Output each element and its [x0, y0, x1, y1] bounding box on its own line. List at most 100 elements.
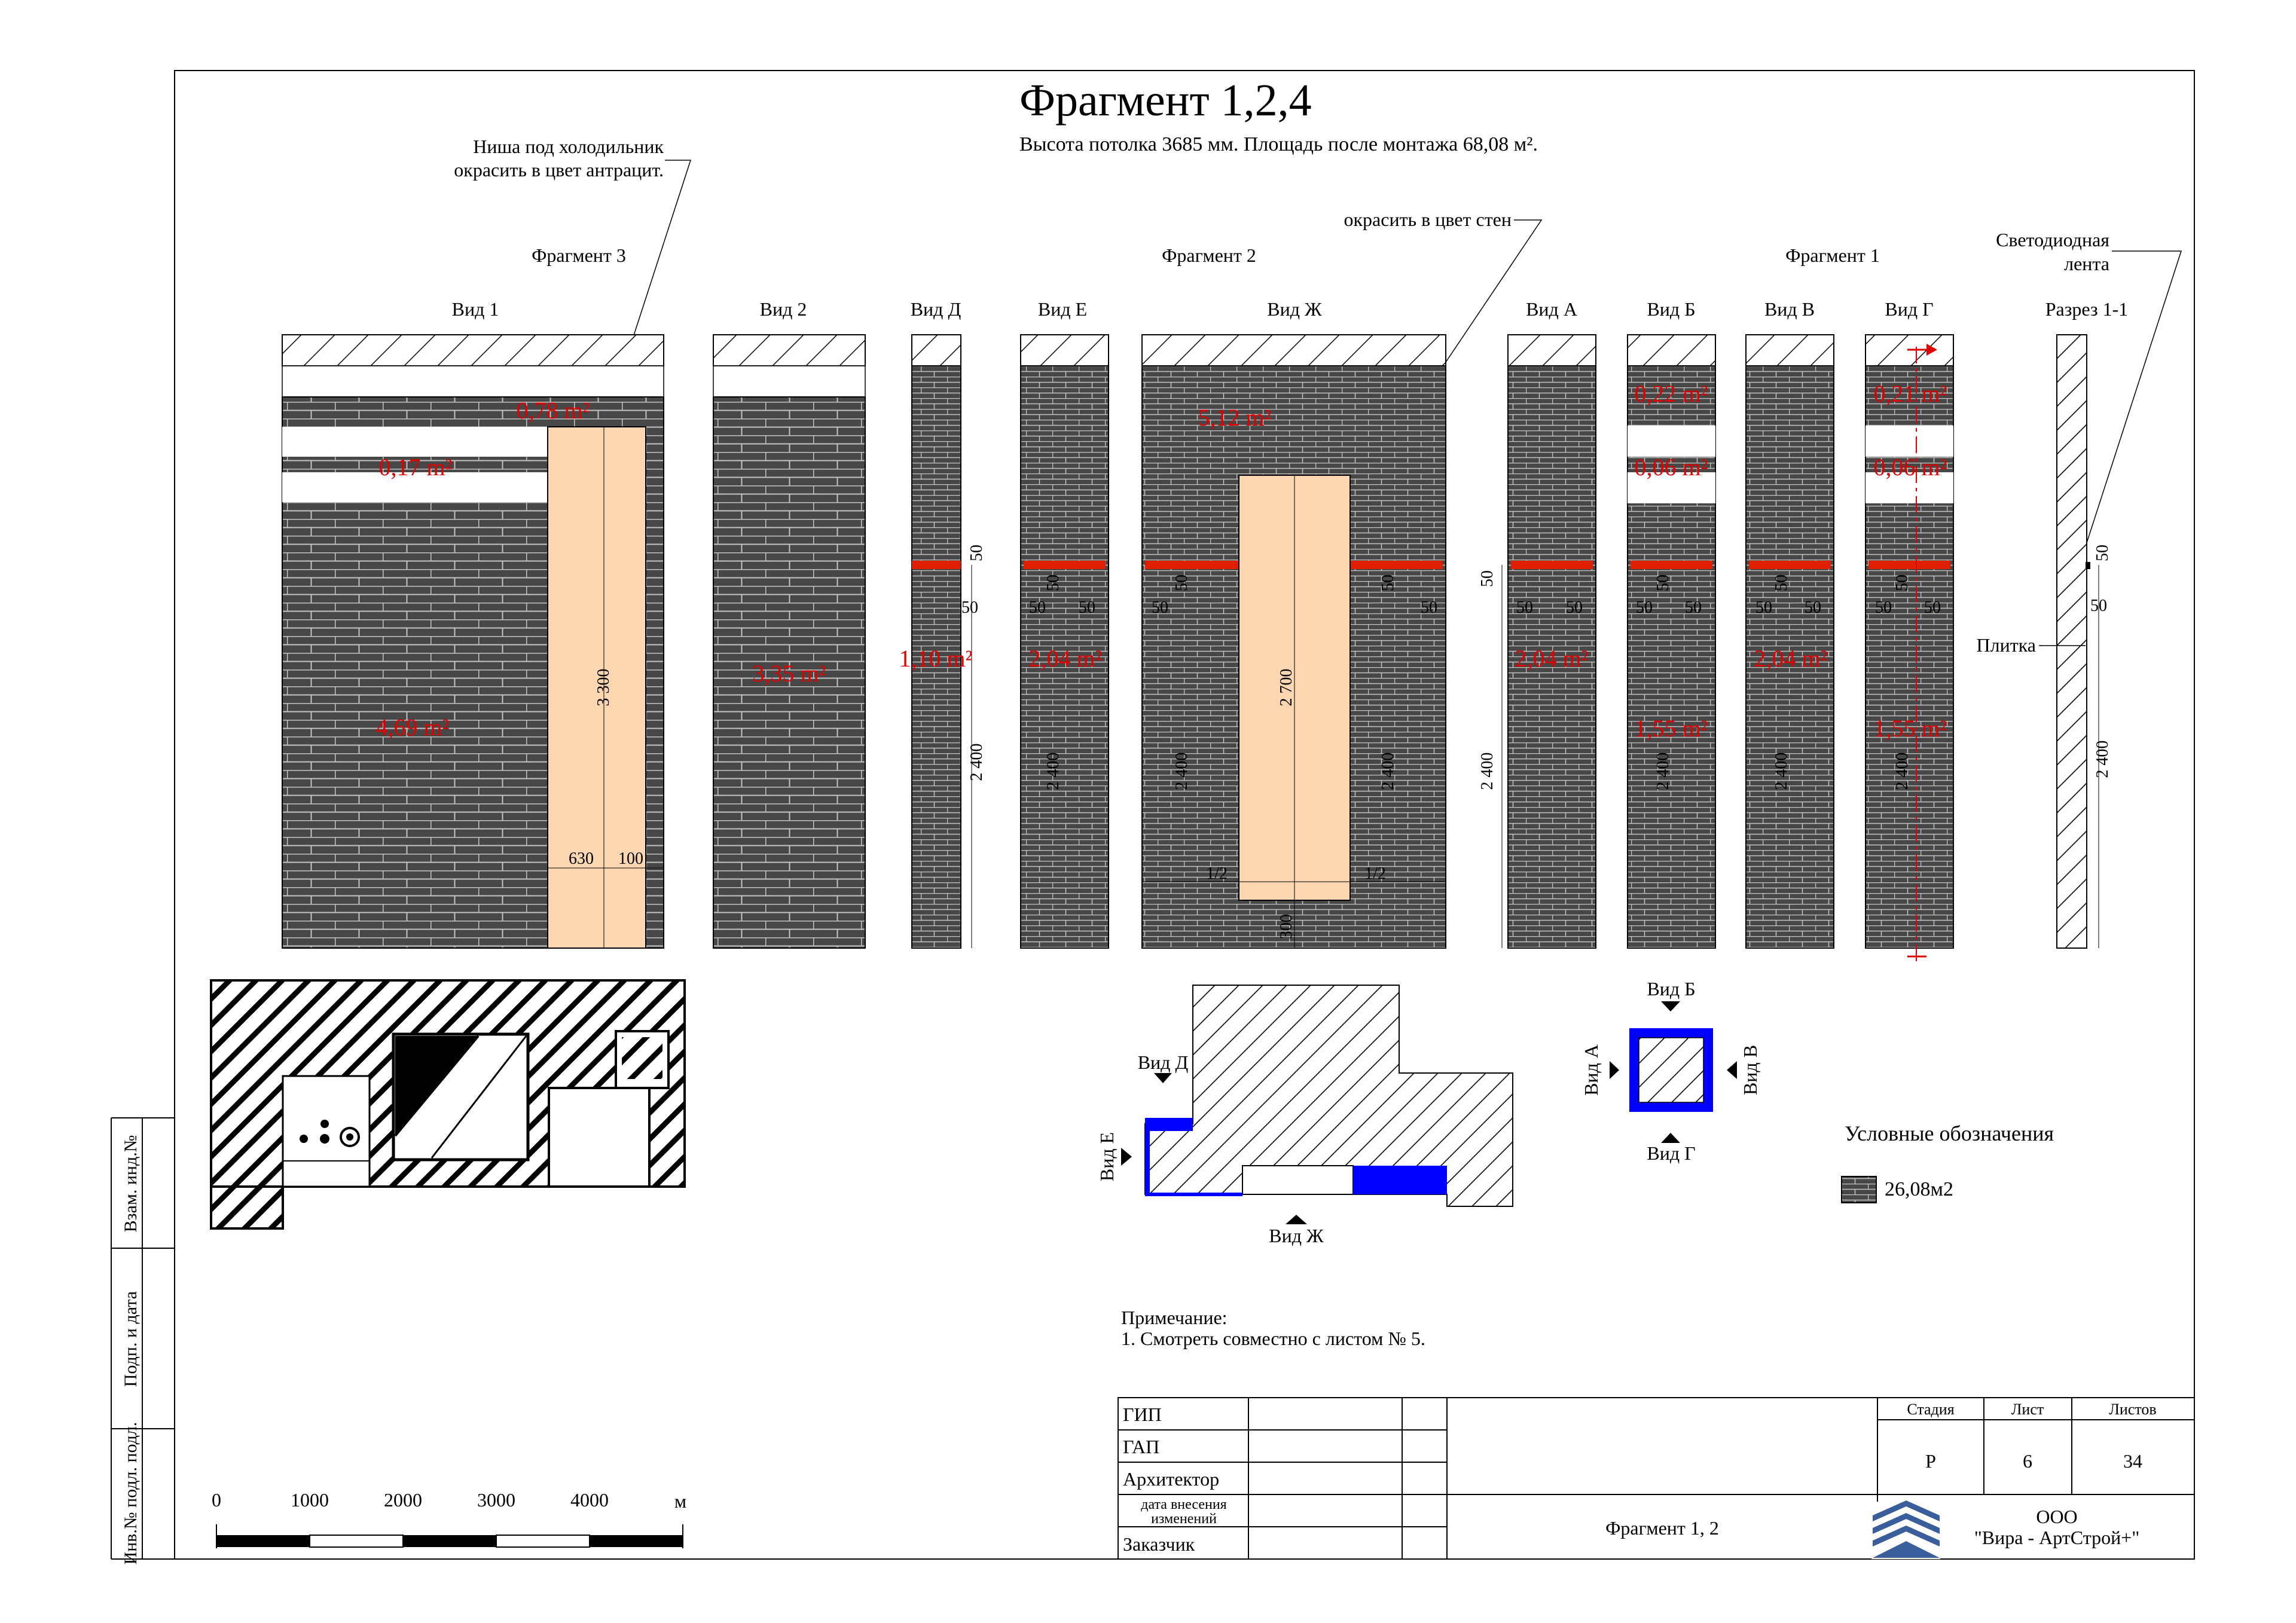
- view-d-dim-3: 2 400: [967, 744, 986, 781]
- marker-view-e: Вид Е: [1096, 1132, 1118, 1181]
- tile-label: Плитка: [1977, 634, 2036, 656]
- view-b-dim-4: 2 400: [1654, 753, 1672, 790]
- niche-note-line1: Ниша под холодильник: [473, 136, 664, 157]
- legend-swatch: [1841, 1176, 1877, 1203]
- view-2-area: 3,35 m²: [752, 660, 826, 687]
- view-zh-elevation: [1141, 334, 1446, 949]
- view-e-dim-4: 2 400: [1044, 753, 1062, 790]
- view-e-area: 2,04 m²: [1028, 645, 1102, 672]
- view-1-dim-offset: 100: [618, 849, 643, 868]
- section-dim-2: 50: [2090, 597, 2107, 615]
- view-b-area-main: 1,55 m²: [1634, 715, 1708, 742]
- view-b-dim-3: 50: [1685, 598, 1702, 617]
- view-zh-dim-bottom: 300: [1277, 914, 1296, 939]
- role-gip: ГИП: [1123, 1404, 1162, 1425]
- role-customer: Заказчик: [1123, 1533, 1195, 1555]
- view-d-area: 1,10 m²: [899, 645, 972, 672]
- view-a-dim-2: 50: [1516, 598, 1533, 617]
- view-2-elevation: [713, 334, 866, 949]
- view-label-section: Разрез 1-1: [2045, 298, 2129, 320]
- scale-tick-4000: 4000: [570, 1489, 609, 1511]
- view-zh-dim-5: 2 400: [1173, 753, 1191, 790]
- view-e-led: [1024, 561, 1106, 569]
- view-label-e: Вид Е: [1038, 298, 1087, 320]
- view-g-dim-1: 50: [1875, 598, 1892, 617]
- plan-fragment3: [210, 979, 686, 1230]
- drawing-name: Фрагмент 1, 2: [1605, 1517, 1719, 1539]
- view-e-elevation: [1020, 334, 1109, 949]
- sheets-label: Листов: [2109, 1401, 2156, 1418]
- view-label-zh: Вид Ж: [1267, 298, 1322, 320]
- view-1-dim-width: 630: [569, 849, 594, 868]
- group-fragment1: Фрагмент 1: [1785, 244, 1880, 266]
- scale-tick-1000: 1000: [291, 1489, 329, 1511]
- view-1-area-main: 4,69 m²: [375, 714, 449, 741]
- legend-value: 26,08м2: [1885, 1178, 1953, 1200]
- view-d-led: [912, 561, 961, 569]
- view-g-area-mid: 0,06 m²: [1873, 454, 1947, 481]
- view-e-dim-1: 50: [1029, 598, 1046, 617]
- view-d-dim-1: 50: [967, 545, 986, 561]
- legend-title: Условные обозначения: [1845, 1121, 2054, 1145]
- view-b-area-top: 0,22 m²: [1634, 380, 1708, 407]
- view-g-dim-4: 2 400: [1893, 753, 1912, 790]
- sheet-label: Лист: [2011, 1401, 2044, 1418]
- view-a-dim-4: 2 400: [1478, 753, 1497, 790]
- plan-blue-zh: [1353, 1166, 1447, 1194]
- view-a-area: 2,04 m²: [1515, 645, 1588, 672]
- view-label-2: Вид 2: [760, 298, 807, 320]
- view-label-b: Вид Б: [1647, 298, 1695, 320]
- role-gap: ГАП: [1123, 1436, 1159, 1457]
- role-change-date-2: изменений: [1151, 1511, 1217, 1527]
- view-v-dim-3: 50: [1805, 598, 1821, 617]
- view-d-elevation: [911, 334, 972, 949]
- view-a-dim-1: 50: [1478, 570, 1497, 587]
- paint-note: окрасить в цвет стен: [1344, 209, 1512, 230]
- role-change-date-1: дата внесения: [1141, 1497, 1226, 1512]
- view-label-d: Вид Д: [911, 298, 961, 320]
- page-subtitle: Высота потолка 3685 мм. Площадь после мо…: [1019, 133, 1538, 155]
- view-e-dim-2: 50: [1044, 574, 1062, 591]
- view-label-g: Вид Г: [1885, 298, 1933, 320]
- scale-bar: [216, 1524, 683, 1548]
- view-g-area-top: 0,21 m²: [1873, 380, 1947, 407]
- marker-view-g: Вид Г: [1647, 1142, 1695, 1164]
- view-zh-dim-half-left: 1/2: [1206, 864, 1228, 883]
- stamp-field-sign: Подп. и дата: [121, 1291, 141, 1387]
- plan-fragment2: [1121, 985, 1513, 1224]
- view-label-1: Вид 1: [452, 298, 499, 320]
- view-1-elevation: [282, 334, 664, 949]
- view-b-elevation: [1627, 334, 1716, 949]
- footnote-line1: 1. Смотреть совместно с листом № 5.: [1121, 1328, 1425, 1349]
- view-g-area-main: 1,55 m²: [1873, 715, 1947, 742]
- view-v-dim-4: 2 400: [1772, 753, 1791, 790]
- view-1-dim-height: 3 300: [594, 669, 613, 707]
- marker-view-zh: Вид Ж: [1269, 1225, 1324, 1246]
- view-label-v: Вид В: [1764, 298, 1815, 320]
- view-g-led: [1868, 561, 1950, 569]
- view-g-elevation: [1865, 334, 1954, 965]
- view-v-dim-2: 50: [1772, 574, 1791, 591]
- view-b-area-mid: 0,06 m²: [1634, 454, 1708, 481]
- company-line1: ООО: [2036, 1506, 2077, 1527]
- marker-view-v: Вид В: [1739, 1045, 1761, 1095]
- view-zh-dim-2: 50: [1173, 574, 1191, 591]
- led-note-line2: лента: [2064, 253, 2109, 274]
- sheets-value: 34: [2123, 1450, 2142, 1472]
- stamp-field-replace: Взам. инд.№: [121, 1135, 141, 1233]
- plan-blue-d: [1145, 1118, 1193, 1131]
- scale-tick-3000: 3000: [477, 1489, 515, 1511]
- stamp-field-inventory: Инв.№ подл. подл.: [121, 1422, 141, 1565]
- view-g-dim-3: 50: [1924, 598, 1941, 617]
- led-leader-line: [2079, 250, 2182, 566]
- page-title: Фрагмент 1,2,4: [1019, 75, 1312, 126]
- section-dim-3: 2 400: [2093, 741, 2112, 778]
- view-zh-dim-1: 50: [1152, 598, 1168, 617]
- view-zh-dim-6: 2 400: [1379, 753, 1397, 790]
- led-note-line1: Светодиодная: [1996, 229, 2109, 250]
- view-zh-area: 5,12 m²: [1198, 404, 1271, 431]
- section-1-1: [2039, 334, 2099, 949]
- view-1-area-middle: 0,17 m²: [378, 454, 452, 481]
- marker-view-b: Вид Б: [1647, 978, 1695, 1000]
